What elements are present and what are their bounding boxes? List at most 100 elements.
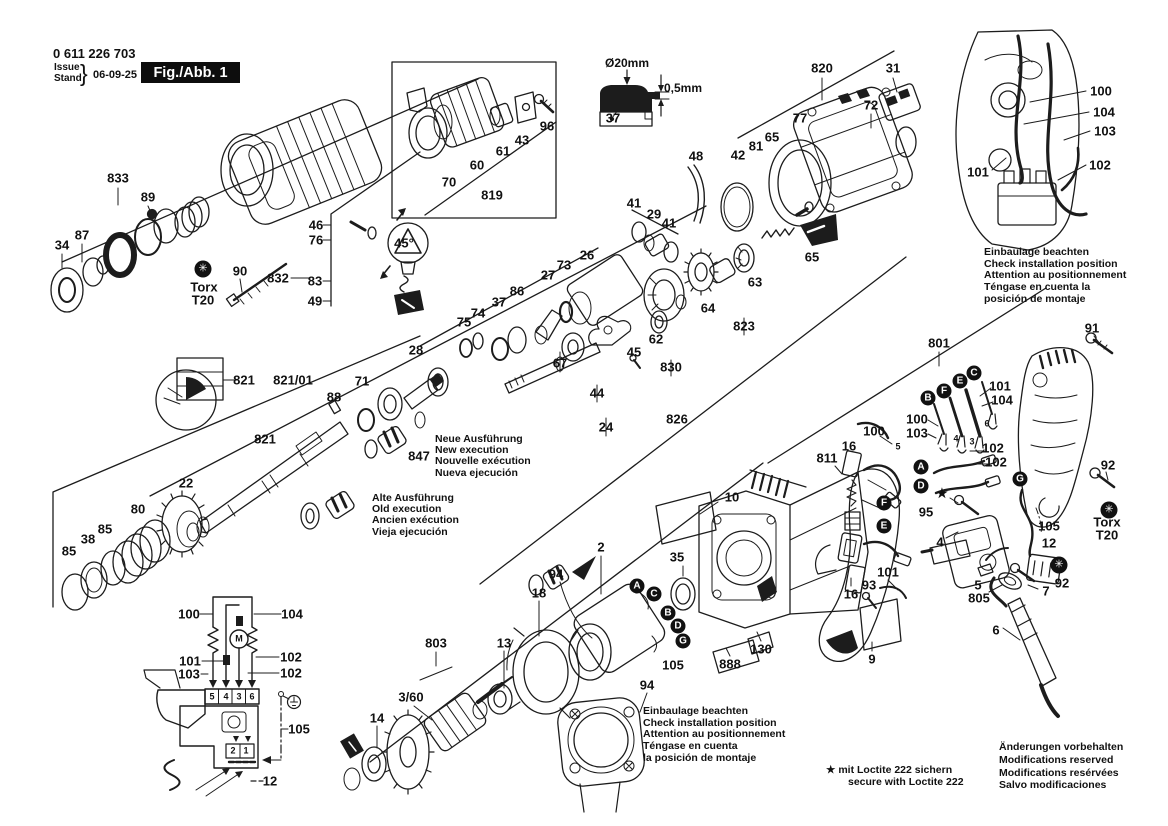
- part-label-29: 29: [646, 206, 662, 222]
- note-loctite-de: ★ mit Loctite 222 sichern: [826, 764, 953, 776]
- part-label-88: 88: [326, 389, 342, 405]
- part-label-101: 101: [967, 164, 989, 180]
- part-label-100: 100: [863, 423, 885, 439]
- part-label-821-01: 821/01: [273, 372, 313, 388]
- part-label-37: 37: [491, 294, 507, 310]
- stand-label: Stand: [54, 73, 82, 84]
- part-label-18: 18: [531, 585, 547, 601]
- part-label-96: 96: [539, 118, 555, 134]
- part-label-41: 41: [626, 195, 642, 211]
- part-label-46: 46: [308, 217, 324, 233]
- part-label-104: 104: [281, 606, 303, 622]
- part-label-826: 826: [666, 411, 688, 427]
- part-label-44: 44: [589, 385, 605, 401]
- part-label-100: 100: [906, 411, 928, 427]
- part-label-4: 4: [936, 534, 944, 550]
- part-label-5: 5: [974, 577, 982, 593]
- part-label-81: 81: [748, 138, 764, 154]
- part-label-41: 41: [661, 215, 677, 231]
- part-label-103: 103: [1094, 123, 1116, 139]
- part-label-2: 2: [230, 745, 236, 756]
- part-label-31: 31: [885, 60, 901, 76]
- part-label-72: 72: [863, 97, 879, 113]
- part-label-10: 10: [724, 489, 740, 505]
- part-label-91: 91: [1084, 320, 1100, 336]
- part-label-94: 94: [639, 677, 655, 693]
- part-label-888: 888: [719, 656, 741, 672]
- part-label-73: 73: [556, 257, 572, 273]
- part-label-80: 80: [130, 501, 146, 517]
- part-label-2: 2: [597, 539, 605, 555]
- figure-number-box: Fig./Abb. 1: [141, 62, 240, 83]
- part-label-85: 85: [61, 543, 77, 559]
- part-label-5: 5: [895, 441, 901, 452]
- circled-letter-c: C: [966, 365, 982, 381]
- part-label-3-60: 3/60: [398, 689, 424, 705]
- part-label-94: 94: [548, 566, 564, 582]
- torx-screw-icon: ✳: [1100, 501, 1118, 519]
- part-label-42: 42: [730, 147, 746, 163]
- part-label-83: 83: [307, 273, 323, 289]
- part-label-832: 832: [267, 270, 289, 286]
- issue-brace: }: [80, 60, 88, 86]
- part-label-93: 93: [861, 577, 877, 593]
- part-label-805: 805: [968, 590, 990, 606]
- torx-screw-icon: ✳: [194, 260, 212, 278]
- part-label-45: 45: [626, 344, 642, 360]
- part-label-torx: Torx: [1093, 514, 1121, 530]
- part-label-6: 6: [249, 691, 255, 702]
- part-label-823: 823: [733, 318, 755, 334]
- part-label-76: 76: [308, 232, 324, 248]
- part-label-95: 95: [918, 504, 934, 520]
- part-label-34: 34: [54, 237, 70, 253]
- part-label-67: 67: [552, 355, 568, 371]
- part-label-m: M: [235, 633, 243, 644]
- note-loctite-en: secure with Loctite 222: [848, 776, 964, 788]
- part-label-102: 102: [1089, 157, 1111, 173]
- part-label-27: 27: [540, 267, 556, 283]
- circled-letter-g: G: [1012, 471, 1028, 487]
- circled-letter-b: B: [660, 605, 676, 621]
- part-label--20mm: Ø20mm: [604, 56, 650, 70]
- part-label-104: 104: [1093, 104, 1115, 120]
- circled-letter-e: E: [952, 373, 968, 389]
- part-label-87: 87: [74, 227, 90, 243]
- part-label-35: 35: [669, 549, 685, 565]
- part-label-65: 65: [764, 129, 780, 145]
- part-label-104: 104: [991, 392, 1013, 408]
- part-label-t20: T20: [1095, 527, 1119, 543]
- part-label-833: 833: [107, 170, 129, 186]
- part-label-847: 847: [408, 448, 430, 464]
- part-label-75: 75: [456, 314, 472, 330]
- part-label-105: 105: [662, 657, 684, 673]
- part-label-92: 92: [1100, 457, 1116, 473]
- part-label-89: 89: [140, 189, 156, 205]
- part-label-105: 105: [288, 721, 310, 737]
- circled-letter-d: D: [670, 618, 686, 634]
- part-label-28: 28: [408, 342, 424, 358]
- order-number: 0 611 226 703: [53, 46, 136, 61]
- circled-letter-g: G: [675, 633, 691, 649]
- part-label-0-5mm: 0,5mm: [663, 81, 703, 95]
- circled-letter-a: A: [629, 578, 645, 594]
- part-label-6: 6: [992, 622, 1000, 638]
- part-label-65: 65: [804, 249, 820, 265]
- loctite-star-icon: ★: [936, 485, 948, 501]
- part-label-3: 3: [236, 691, 242, 702]
- circled-letter-b: B: [920, 390, 936, 406]
- part-label-100: 100: [178, 606, 200, 622]
- part-label-74: 74: [470, 305, 486, 321]
- issue-date: 06-09-25: [93, 69, 138, 81]
- part-label-830: 830: [660, 359, 682, 375]
- part-label-24: 24: [598, 419, 614, 435]
- part-label-26: 26: [579, 247, 595, 263]
- part-label-803: 803: [425, 635, 447, 651]
- part-label-14: 14: [369, 710, 385, 726]
- torx-screw-icon: ✳: [1050, 556, 1068, 574]
- part-label-61: 61: [495, 143, 511, 159]
